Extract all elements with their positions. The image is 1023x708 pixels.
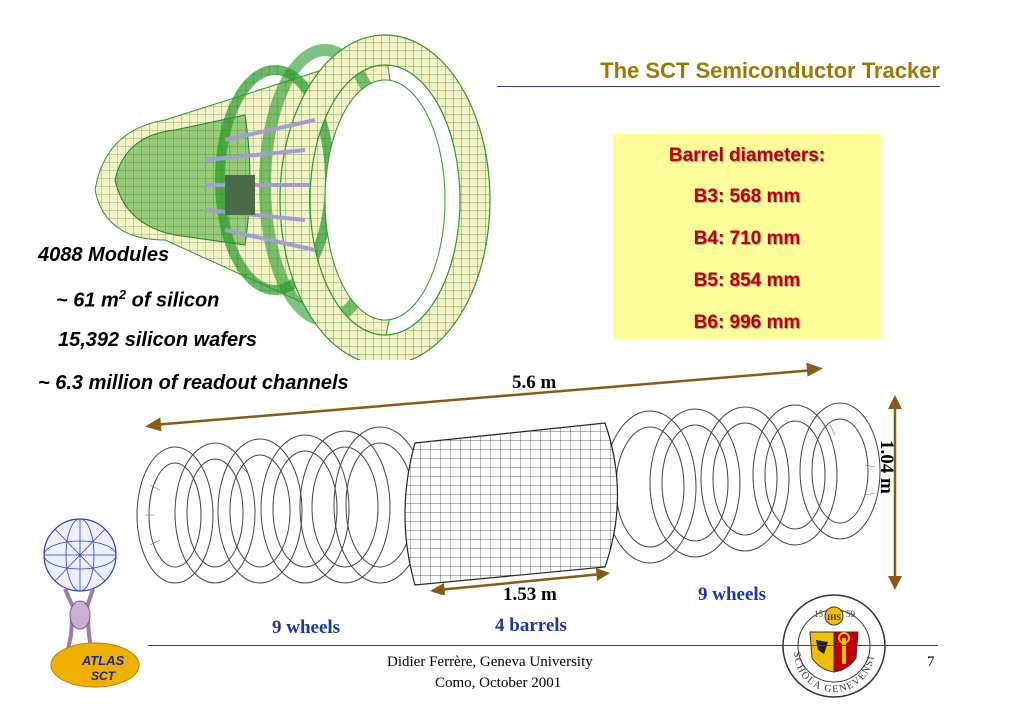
footer-author: Didier Ferrère, Geneva University [387, 654, 593, 670]
title-rule [497, 86, 940, 87]
length-label: 5.6 m [512, 372, 557, 393]
slide-title: The SCT Semiconductor Tracker [600, 58, 940, 83]
sct-logo-text: SCT [91, 669, 117, 683]
svg-text:IHS: IHS [827, 613, 841, 622]
barrel-b4: B4: 710 mm [693, 228, 801, 249]
barrel-length-label: 1.53 m [503, 584, 557, 605]
footer-rule [148, 645, 938, 646]
stat-silicon-suffix: of silicon [126, 289, 220, 312]
barrel-diameters-heading: Barrel diameters: [668, 145, 826, 166]
stat-channels: ~ 6.3 million of readout channels [38, 372, 349, 394]
atlas-sct-logo: ATLAS SCT [43, 518, 140, 688]
detector-perspective-illustration [94, 34, 491, 360]
stat-modules: 4088 Modules [38, 244, 170, 266]
height-arrow [888, 395, 902, 590]
stat-wafers: 15,392 silicon wafers [58, 329, 258, 351]
detector-wireframe-illustration [136, 402, 881, 586]
barrel-length-arrow [430, 568, 610, 595]
wheels-right-label: 9 wheels [698, 584, 767, 605]
atlas-logo-text: ATLAS [81, 653, 125, 668]
barrel-b5: B5: 854 mm [693, 270, 801, 291]
page-number: 7 [927, 654, 935, 670]
barrel-b6: B6: 996 mm [693, 312, 801, 333]
stat-silicon-prefix: ~ 61 m [56, 289, 119, 312]
footer-venue: Como, October 2001 [435, 675, 562, 691]
barrels-label: 4 barrels [495, 615, 567, 636]
geneva-university-seal: IHS 15 59 SCHOLA GENEVENSIS [780, 592, 886, 698]
stat-silicon-area: ~ 61 m2 of silicon [56, 287, 219, 313]
barrel-b3: B3: 568 mm [693, 186, 801, 207]
length-arrow [145, 362, 823, 432]
wheels-left-label: 9 wheels [272, 617, 341, 638]
seal-year-right: 59 [846, 609, 856, 619]
barrel-diameters-box: Barrel diameters: B3: 568 mm B4: 710 mm … [613, 134, 881, 340]
seal-year-left: 15 [814, 609, 824, 619]
stat-silicon-sup: 2 [118, 287, 127, 302]
